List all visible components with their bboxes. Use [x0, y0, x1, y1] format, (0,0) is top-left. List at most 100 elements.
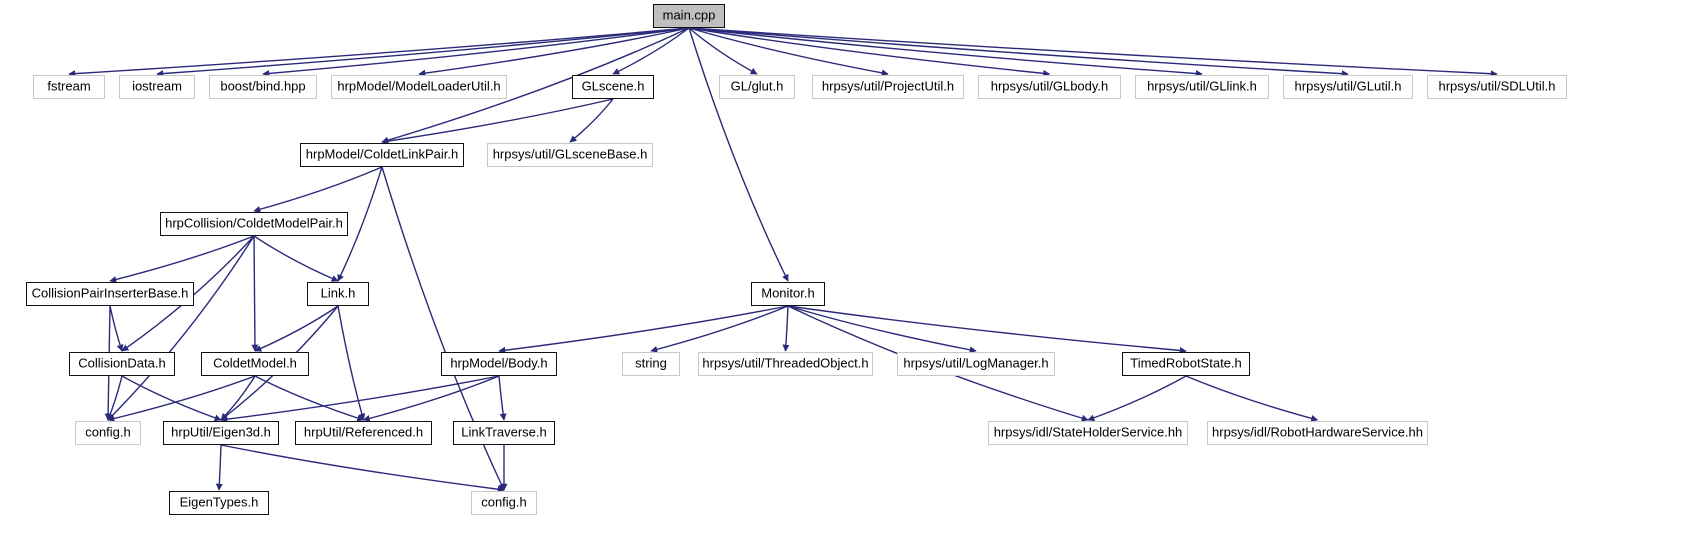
graph-node-iostream[interactable]: iostream	[119, 75, 195, 99]
graph-node-label: hrpModel/ColdetLinkPair.h	[305, 146, 459, 162]
graph-node-label: hrpsys/util/ProjectUtil.h	[821, 78, 955, 94]
graph-node-label: hrpModel/ModelLoaderUtil.h	[337, 78, 501, 94]
graph-node-collisionpairinserter[interactable]: CollisionPairInserterBase.h	[26, 282, 194, 306]
graph-node-glutil[interactable]: hrpsys/util/GLutil.h	[1283, 75, 1413, 99]
graph-node-label: boost/bind.hpp	[220, 78, 306, 94]
graph-edge-timedrobotstate-to-stateholderservice	[1087, 375, 1187, 422]
graph-node-label: string	[635, 355, 667, 371]
graph-node-monitor[interactable]: Monitor.h	[751, 282, 825, 306]
graph-node-label: hrpsys/util/LogManager.h	[903, 355, 1049, 371]
graph-edge-coldetmodel-to-confighA	[107, 375, 256, 422]
graph-node-stringh[interactable]: string	[622, 352, 680, 376]
graph-node-label: hrpsys/util/GLlink.h	[1147, 78, 1257, 94]
graph-node-glglut[interactable]: GL/glut.h	[719, 75, 795, 99]
graph-node-eigen3d[interactable]: hrpUtil/Eigen3d.h	[163, 421, 279, 445]
graph-edge-main-to-iostream	[156, 27, 690, 78]
graph-node-fstream[interactable]: fstream	[33, 75, 105, 99]
graph-node-gllink[interactable]: hrpsys/util/GLlink.h	[1135, 75, 1269, 99]
graph-edge-coldetmodelpair-to-coldetmodel	[251, 235, 259, 352]
graph-edge-coldetlinkpair-to-coldetmodelpair	[253, 166, 383, 213]
graph-node-label: Monitor.h	[761, 285, 815, 301]
graph-node-label: GL/glut.h	[730, 78, 784, 94]
graph-edge-collisiondata-to-eigen3d	[121, 375, 222, 422]
graph-edge-coldetmodelpair-to-collisionpairinserter	[109, 235, 255, 283]
graph-node-linkh[interactable]: Link.h	[307, 282, 369, 306]
graph-edge-coldetmodel-to-referenced	[254, 375, 365, 422]
graph-node-projectutil[interactable]: hrpsys/util/ProjectUtil.h	[812, 75, 964, 99]
graph-node-confighB[interactable]: config.h	[471, 491, 537, 515]
graph-node-label: hrpsys/util/GLbody.h	[990, 78, 1109, 94]
graph-edge-eigen3d-to-confighB	[220, 444, 505, 493]
graph-node-label: hrpsys/util/GLutil.h	[1294, 78, 1402, 94]
graph-node-label: Link.h	[320, 285, 356, 301]
graph-node-coldetmodelpair[interactable]: hrpCollision/ColdetModelPair.h	[160, 212, 348, 236]
graph-node-main[interactable]: main.cpp	[653, 4, 725, 28]
graph-node-timedrobotstate[interactable]: TimedRobotState.h	[1122, 352, 1250, 376]
graph-node-glbody[interactable]: hrpsys/util/GLbody.h	[978, 75, 1121, 99]
graph-edge-body-to-referenced	[362, 375, 500, 422]
graph-edge-collisiondata-to-confighA	[107, 375, 123, 421]
graph-node-label: hrpsys/util/GLsceneBase.h	[492, 146, 648, 162]
graph-edge-main-to-fstream	[68, 27, 690, 78]
graph-node-eigentypes[interactable]: EigenTypes.h	[169, 491, 269, 515]
graph-node-robothardwareservice[interactable]: hrpsys/idl/RobotHardwareService.hh	[1207, 421, 1428, 445]
graph-edge-main-to-projectutil	[688, 27, 889, 77]
graph-node-label: main.cpp	[662, 7, 716, 23]
graph-edge-main-to-monitor	[688, 27, 789, 282]
graph-edge-main-to-boost_bind	[262, 27, 690, 77]
graph-node-label: hrpsys/idl/RobotHardwareService.hh	[1212, 424, 1423, 440]
graph-node-label: EigenTypes.h	[179, 494, 259, 510]
graph-node-threadedobject[interactable]: hrpsys/util/ThreadedObject.h	[698, 352, 873, 376]
graph-node-collisiondata[interactable]: CollisionData.h	[69, 352, 175, 376]
graph-node-label: config.h	[481, 494, 527, 510]
graph-edge-monitor-to-stringh	[650, 305, 789, 353]
graph-node-label: fstream	[47, 78, 91, 94]
graph-edge-collisionpairinserter-to-collisiondata	[109, 305, 124, 352]
graph-edge-body-to-eigen3d	[220, 375, 500, 423]
graph-node-label: ColdetModel.h	[213, 355, 297, 371]
graph-node-modelloaderutil[interactable]: hrpModel/ModelLoaderUtil.h	[331, 75, 507, 99]
graph-edge-main-to-glbody	[688, 27, 1051, 77]
graph-node-coldetlinkpair[interactable]: hrpModel/ColdetLinkPair.h	[300, 143, 464, 167]
graph-node-label: iostream	[132, 78, 182, 94]
graph-node-label: GLscene.h	[581, 78, 645, 94]
graph-node-glscenebase[interactable]: hrpsys/util/GLsceneBase.h	[487, 143, 653, 167]
graph-edge-main-to-gllink	[688, 27, 1203, 78]
graph-node-label: hrpsys/util/ThreadedObject.h	[702, 355, 869, 371]
graph-edge-eigen3d-to-eigentypes	[215, 444, 223, 491]
graph-edge-main-to-sdlutil	[688, 27, 1498, 78]
graph-edge-monitor-to-body	[498, 305, 789, 354]
graph-node-label: LinkTraverse.h	[461, 424, 547, 440]
graph-node-label: CollisionPairInserterBase.h	[31, 285, 189, 301]
graph-edge-main-to-modelloaderutil	[418, 27, 690, 77]
graph-edge-glscene-to-coldetlinkpair	[381, 98, 614, 145]
graph-edge-timedrobotstate-to-robothardwareservice	[1185, 375, 1319, 422]
graph-node-coldetmodel[interactable]: ColdetModel.h	[201, 352, 309, 376]
graph-node-label: hrpsys/util/SDLUtil.h	[1438, 78, 1556, 94]
graph-edge-main-to-glutil	[688, 27, 1349, 78]
graph-node-boost_bind[interactable]: boost/bind.hpp	[209, 75, 317, 99]
graph-node-referenced[interactable]: hrpUtil/Referenced.h	[295, 421, 432, 445]
graph-node-stateholderservice[interactable]: hrpsys/idl/StateHolderService.hh	[988, 421, 1188, 445]
graph-node-linktraverse[interactable]: LinkTraverse.h	[453, 421, 555, 445]
graph-edge-glscene-to-glscenebase	[569, 98, 614, 143]
graph-edge-main-to-glscene	[612, 27, 690, 75]
graph-node-label: CollisionData.h	[78, 355, 166, 371]
graph-edge-linkh-to-referenced	[337, 305, 366, 421]
graph-node-label: hrpUtil/Eigen3d.h	[171, 424, 271, 440]
graph-node-label: hrpUtil/Referenced.h	[303, 424, 424, 440]
graph-edge-monitor-to-threadedobject	[782, 305, 790, 352]
graph-node-label: config.h	[85, 424, 131, 440]
graph-node-glscene[interactable]: GLscene.h	[572, 75, 654, 99]
graph-node-label: hrpModel/Body.h	[450, 355, 548, 371]
graph-node-label: hrpCollision/ColdetModelPair.h	[165, 215, 343, 231]
graph-edge-coldetmodel-to-eigen3d	[220, 375, 256, 421]
graph-node-label: hrpsys/idl/StateHolderService.hh	[993, 424, 1183, 440]
graph-node-label: TimedRobotState.h	[1130, 355, 1242, 371]
graph-node-confighA[interactable]: config.h	[75, 421, 141, 445]
graph-edge-coldetmodelpair-to-confighA	[107, 235, 255, 421]
graph-node-body[interactable]: hrpModel/Body.h	[441, 352, 557, 376]
graph-node-sdlutil[interactable]: hrpsys/util/SDLUtil.h	[1427, 75, 1567, 99]
graph-node-logmanager[interactable]: hrpsys/util/LogManager.h	[897, 352, 1055, 376]
